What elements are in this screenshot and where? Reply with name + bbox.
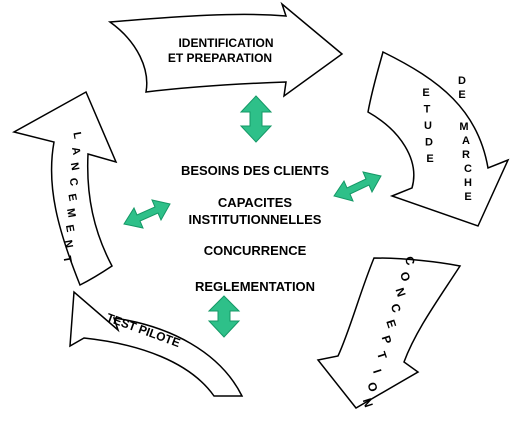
- conception-letters-letter: I: [370, 367, 384, 375]
- conception-letters-letter: N: [360, 396, 376, 409]
- etude-col1-letter: D: [425, 137, 433, 149]
- etude-col1-letter: E: [422, 87, 429, 99]
- etude-col1-letter: T: [424, 104, 431, 116]
- identification-label-line1: IDENTIFICATION: [178, 36, 273, 50]
- lancement-letters-letter: C: [67, 177, 80, 187]
- lancement-letters-letter: N: [68, 162, 81, 172]
- conception-letters-letter: P: [379, 334, 395, 346]
- lancement-letters-letter: L: [70, 131, 83, 140]
- conception-letters-letter: O: [397, 270, 413, 283]
- lancement-letters-letter: M: [64, 207, 77, 218]
- link-arrow-bottom: [207, 295, 241, 338]
- conception-letters-letter: E: [383, 318, 399, 330]
- link-arrow-right: [333, 171, 382, 202]
- center-besoins: BESOINS DES CLIENTS: [180, 163, 330, 178]
- etude-col2-letter: A: [462, 135, 470, 147]
- center-reglementation: REGLEMENTATION: [194, 279, 316, 294]
- conception-letters-letter: N: [392, 286, 408, 299]
- etude-col1-letter: E: [426, 153, 433, 165]
- conception-letters-letter: T: [374, 350, 390, 362]
- etude-col2-letter: D: [458, 75, 466, 87]
- lancement-letters-letter: N: [62, 239, 75, 249]
- link-arrow-top: [239, 95, 273, 143]
- lancement-letters-letter: T: [60, 255, 73, 264]
- identification-label-line2: ET PREPARATION: [168, 51, 272, 65]
- stage-arrow-identification: IDENTIFICATION ET PREPARATION: [107, 1, 344, 98]
- lancement-letters-letter: E: [65, 193, 78, 202]
- etude-col1-letter: U: [424, 120, 432, 132]
- center-capacites-line2: INSTITUTIONNELLES: [188, 212, 322, 227]
- etude-col2-letter: H: [464, 177, 472, 189]
- etude-col2-letter: E: [464, 191, 471, 203]
- etude-col2-letter: E: [458, 89, 465, 101]
- lancement-letters-letter: E: [63, 224, 76, 233]
- center-concurrence: CONCURRENCE: [203, 243, 307, 258]
- center-capacites-line1: CAPACITES: [217, 195, 293, 210]
- lancement-letters-letter: A: [69, 146, 82, 156]
- etude-col2-letter: R: [462, 149, 470, 161]
- link-arrow-left: [123, 199, 171, 229]
- etude-col2-letter: M: [459, 121, 468, 133]
- etude-col2-letter: C: [464, 163, 472, 175]
- conception-letters-letter: O: [364, 380, 380, 393]
